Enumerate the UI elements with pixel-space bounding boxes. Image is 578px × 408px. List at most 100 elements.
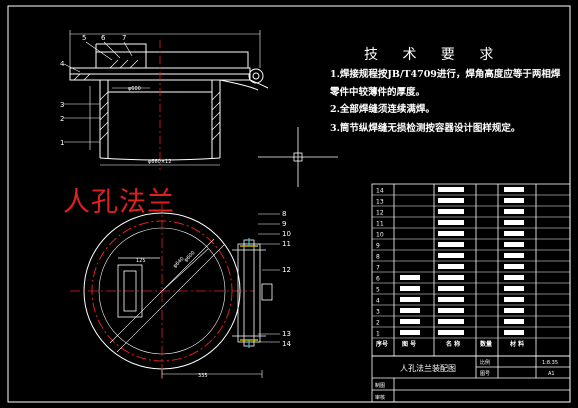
bom-cell-block [504,220,524,225]
bom-cell-block [438,198,464,203]
requirement-line-3: 2.全部焊缝须连续满焊。 [330,104,435,115]
leader-label-3: 3 [60,101,64,109]
requirement-line-2: 零件中较薄件的厚度。 [330,87,426,98]
bom-cell-block [438,242,464,247]
leader-label-5: 5 [82,34,86,42]
drawing-name: 人孔法兰装配图 [400,363,456,373]
bill-of-materials [371,183,571,357]
requirement-line-4: 3.筒节纵焊缝无损检测按容器设计图样规定。 [330,123,521,134]
requirements-title: 技 术 要 求 [364,47,504,63]
hinge-assembly [232,239,273,347]
leader-label-14: 14 [282,340,291,348]
svg-text:φ660×12: φ660×12 [148,159,171,165]
bom-item-number: 6 [376,276,380,283]
section-dimensions [69,30,261,166]
sheet-value: A1 [548,371,555,377]
bom-cell-block [504,253,524,258]
bom-cell-block [438,319,464,324]
bom-cell-block [438,330,464,335]
leader-label-10: 10 [282,230,291,238]
leader-label-1: 1 [60,139,64,147]
bom-cell-block [504,275,524,280]
plan-diameter-lines [109,238,225,353]
bom-cell-block [438,231,464,236]
bom-cell-block [438,220,464,225]
bom-cell-block [504,198,524,203]
plan-dim-text: φ640 φ600 125 335 [136,250,208,379]
bom-cell-block [504,187,524,192]
plan-leader-labels: 8 9 10 11 12 13 14 [282,210,291,348]
bom-cell-block [504,308,524,313]
section-leader-labels: 5 6 7 4 3 2 1 [60,34,126,147]
bom-cell-block [400,330,420,335]
crosshair-cursor-icon [258,127,338,187]
requirement-line-1: 1.焊接规程按JB/T4709进行，焊角高度应等于两相焊 [330,69,561,80]
bom-cell-block [400,286,420,291]
title-block-text: 人孔法兰装配图 比例 1:8.35 图号 A1 制图 审核 [375,359,558,401]
leader-label-7: 7 [122,34,126,42]
section-leaders [63,41,133,143]
bom-item-number: 14 [376,188,384,195]
bom-item-number: 11 [376,221,384,228]
bom-cell-block [504,209,524,214]
section-view [69,43,269,161]
bom-item-number: 12 [376,210,384,217]
leader-label-9: 9 [282,220,286,228]
bom-item-number: 1 [376,331,380,338]
bom-cell-block [504,264,524,269]
hinge-bolts [240,238,258,348]
leader-label-12: 12 [282,266,291,274]
bom-cell-block [438,253,464,258]
bom-cell-block [438,264,464,269]
svg-text:335: 335 [198,373,208,379]
bom-cell-block [504,286,524,291]
leader-label-2: 2 [60,115,64,123]
bom-header-cell: 名 称 [446,340,460,348]
drawing-big-title: 人孔法兰 [63,187,175,218]
bom-cell-block [438,286,464,291]
svg-text:φ600: φ600 [128,86,141,92]
svg-text:125: 125 [136,258,146,264]
section-hatching [73,59,221,141]
plan-dimensions [161,370,263,378]
bom-cell-block [438,297,464,302]
bom-item-number: 5 [376,287,380,294]
bom-header-cell: 序号 [375,340,388,348]
bom-cell-block [504,231,524,236]
leader-label-11: 11 [282,240,291,248]
checked-label: 审核 [375,394,385,401]
plan-leaders [258,213,280,343]
bom-item-number: 4 [376,298,380,305]
bom-cell-block [504,330,524,335]
bom-cell-block [504,242,524,247]
section-dim-text: φ600 φ660×12 [128,86,171,165]
leader-label-6: 6 [101,34,106,42]
bom-cell-block [400,275,420,280]
bom-item-number: 10 [376,232,384,239]
drawn-label: 制图 [375,382,385,389]
bom-cell-block [438,308,464,313]
bom-item-number: 7 [376,265,380,272]
leader-label-4: 4 [60,60,65,68]
sheet-label: 图号 [480,371,490,377]
bom-cell-block [400,319,420,324]
bom-cell-block [438,187,464,192]
title-block [371,355,571,403]
handle-detail [117,257,160,318]
bom-cell-block [504,319,524,324]
bom-cell-block [504,297,524,302]
scale-label: 比例 [480,359,490,366]
bom-cell-block [400,308,420,313]
leader-label-13: 13 [282,330,291,338]
bom-cell-block [438,209,464,214]
bom-cell-block [400,297,420,302]
bom-rows: 1413121110987654321序号图 号名 称数量材 料 [372,187,570,348]
bom-header-cell: 图 号 [402,340,416,348]
bom-item-number: 9 [376,243,380,250]
bom-cell-block [438,275,464,280]
leader-label-8: 8 [282,210,286,218]
bom-item-number: 2 [376,320,380,327]
scale-value: 1:8.35 [542,360,558,366]
bom-item-number: 8 [376,254,380,261]
